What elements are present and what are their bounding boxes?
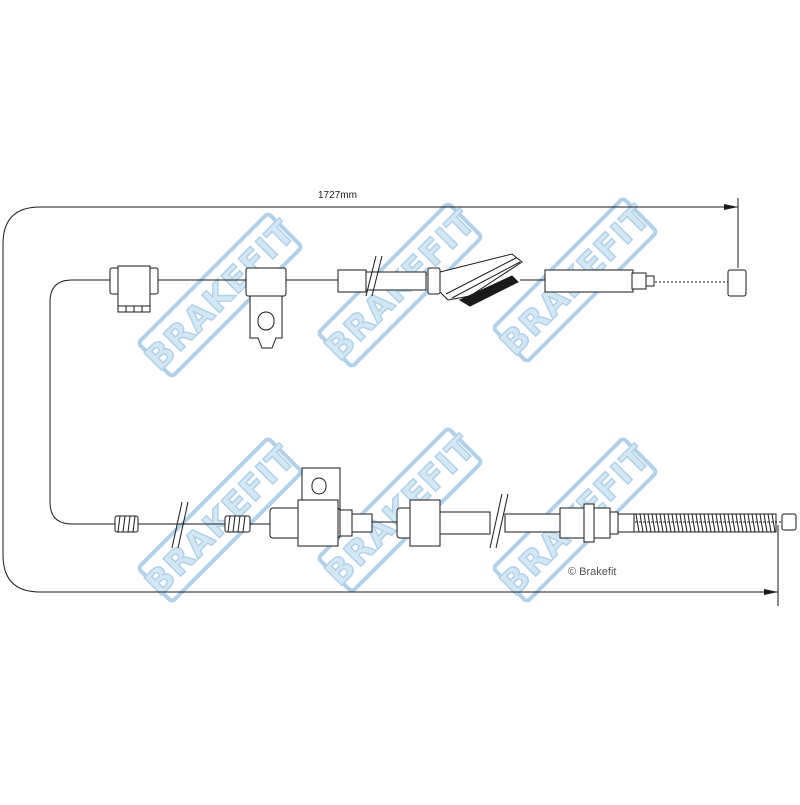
cable-nipple-top (727, 269, 747, 297)
break-mark (171, 501, 183, 549)
copyright-label: © Brakefit (568, 566, 617, 578)
break-mark (489, 493, 503, 549)
cable-nipple-bottom (781, 513, 797, 531)
cable-loop (49, 279, 115, 525)
abutment-ring (427, 267, 441, 295)
dimension-arrow-top (724, 204, 738, 210)
grommet-clip (109, 265, 159, 313)
ferrule (559, 503, 635, 543)
top-components (109, 253, 747, 349)
dimension-label: 1727mm (318, 190, 357, 201)
end-fitting-collar (631, 272, 647, 290)
end-fitting-body (544, 269, 634, 293)
end-fitting-tip (645, 275, 655, 287)
break-mark (371, 255, 383, 297)
sleeve-tube (504, 513, 561, 533)
cable-path (49, 279, 782, 525)
break-marks (171, 255, 509, 549)
cable-bracket (269, 467, 373, 547)
break-mark (365, 255, 377, 297)
dimension-arrow-bottom (764, 589, 778, 595)
bottom-components (114, 467, 797, 547)
break-mark (495, 493, 509, 549)
mounting-bracket (245, 267, 287, 349)
break-mark (177, 501, 189, 549)
dimension-line (2, 206, 778, 593)
dimension-frame (2, 198, 779, 606)
bottom-sleeve (396, 499, 491, 547)
return-spring (633, 513, 777, 533)
outer-sleeve (337, 269, 367, 293)
angled-plate (439, 253, 523, 307)
outer-sleeve-tube (365, 271, 427, 291)
spring-clip-middle (224, 515, 251, 533)
spring-clip-left (114, 515, 139, 533)
